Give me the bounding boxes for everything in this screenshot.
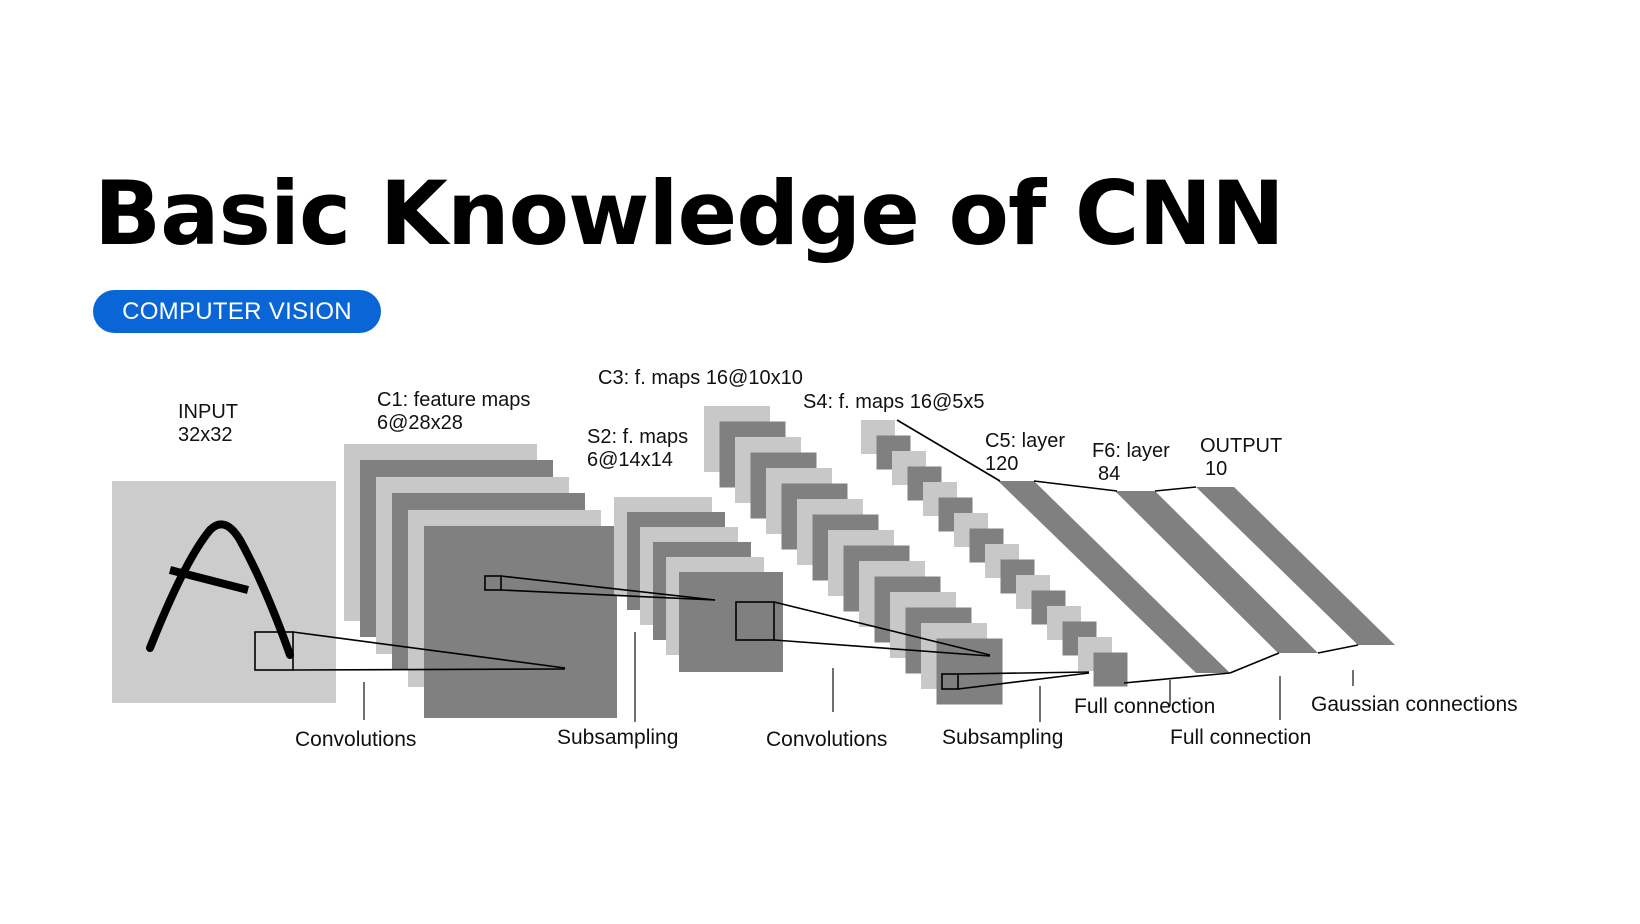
s2-map [679,572,783,672]
s2-label: S2: f. maps 6@14x14 [587,426,694,471]
c5-layer [998,481,1230,673]
connection-lines [292,419,1359,690]
c3-map [936,638,1003,705]
category-badge[interactable]: COMPUTER VISION [93,290,381,333]
operation-ticks [363,632,1354,722]
input-image [112,481,336,703]
c3-receptive-field [941,673,959,690]
c1-label: C1: feature maps 6@28x28 [377,389,536,434]
page-title: Basic Knowledge of CNN [94,162,1285,265]
full2-label: Full connection [1170,726,1311,749]
c1-feature-maps [344,444,617,718]
input-letter-a [146,520,294,659]
output-layer [1196,487,1395,645]
gauss-label: Gaussian connections [1311,693,1518,716]
s4-feature-maps [861,420,1128,687]
s2-receptive-field [735,601,775,641]
c3-label: C3: f. maps 16@10x10 [598,367,803,389]
input-letter-a-bar [169,566,249,594]
c1-receptive-field [484,575,502,591]
conv2-label: Convolutions [766,728,887,751]
s4-label: S4: f. maps 16@5x5 [803,391,985,413]
c5-label: C5: layer 120 [985,430,1071,475]
output-label: OUTPUT 10 [1200,435,1287,480]
s2-feature-maps [614,497,783,672]
conv1-label: Convolutions [295,728,416,751]
c1-map [424,526,617,718]
f6-layer [1115,491,1318,653]
c3-feature-maps [704,406,1003,705]
s4-map [1093,652,1128,687]
f6-label: F6: layer 84 [1092,440,1175,485]
sub2-label: Subsampling [942,726,1063,749]
input-receptive-field [254,631,294,671]
sub1-label: Subsampling [557,726,678,749]
full1-label: Full connection [1074,695,1215,718]
input-label: INPUT 32x32 [178,401,243,446]
